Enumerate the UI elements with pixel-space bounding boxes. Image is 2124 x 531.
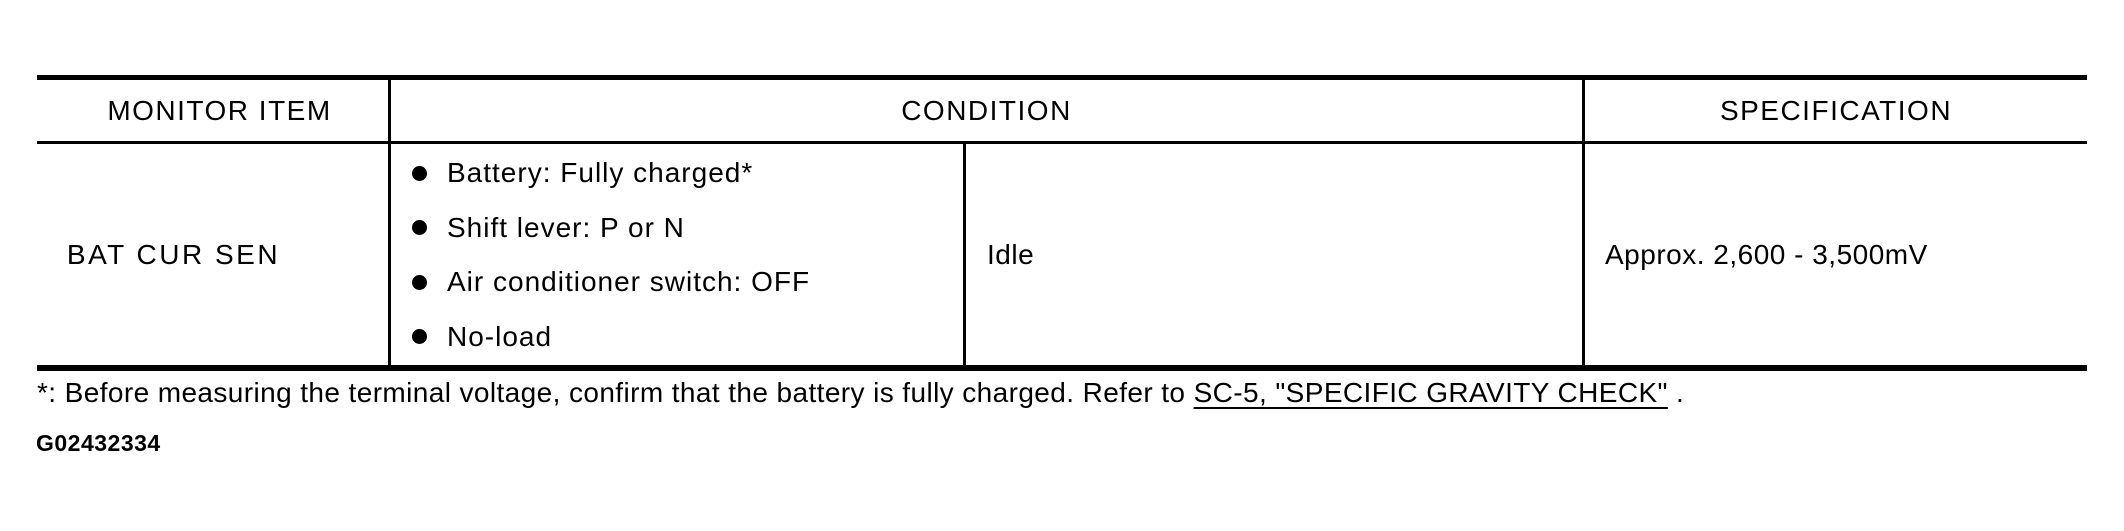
table-row: BAT CUR SEN Battery: Fully charged* Shif… xyxy=(37,144,2087,365)
footnote-text: *: Before measuring the terminal voltage… xyxy=(37,377,1194,408)
figure-code: G02432334 xyxy=(36,430,161,456)
condition-list-item: Shift lever: P or N xyxy=(412,201,963,256)
condition-list: Battery: Fully charged* Shift lever: P o… xyxy=(391,144,963,364)
condition-state-cell: Idle xyxy=(966,144,1585,365)
condition-text: Battery: Fully charged* xyxy=(447,157,754,189)
column-header-monitor-item: MONITOR ITEM xyxy=(37,80,391,141)
condition-list-cell: Battery: Fully charged* Shift lever: P o… xyxy=(391,144,966,365)
monitor-item-cell: BAT CUR SEN xyxy=(37,144,391,365)
column-header-label: MONITOR ITEM xyxy=(107,94,332,126)
monitor-spec-table: MONITOR ITEM CONDITION SPECIFICATION BAT… xyxy=(37,75,2087,371)
column-header-specification: SPECIFICATION xyxy=(1585,80,2087,141)
column-header-label: SPECIFICATION xyxy=(1719,94,1953,126)
bullet-icon xyxy=(412,329,427,345)
footnote: *: Before measuring the terminal voltage… xyxy=(37,376,1684,409)
condition-state-value: Idle xyxy=(987,238,1035,270)
condition-list-item: No-load xyxy=(412,310,963,365)
column-header-label: CONDITION xyxy=(901,94,1072,126)
bullet-icon xyxy=(412,274,427,290)
bullet-icon xyxy=(412,165,427,181)
column-header-condition: CONDITION xyxy=(391,80,1585,141)
monitor-item-value: BAT CUR SEN xyxy=(66,238,281,270)
condition-text: Air conditioner switch: OFF xyxy=(447,266,811,298)
specification-value: Approx. 2,600 - 3,500mV xyxy=(1605,238,1928,270)
gravity-check-link[interactable]: SC-5, "SPECIFIC GRAVITY CHECK" xyxy=(1193,377,1668,408)
condition-text: No-load xyxy=(447,320,553,352)
condition-text: Shift lever: P or N xyxy=(447,211,685,243)
specification-cell: Approx. 2,600 - 3,500mV xyxy=(1585,144,2087,365)
bullet-icon xyxy=(412,220,427,236)
table-header-row: MONITOR ITEM CONDITION SPECIFICATION xyxy=(37,80,2087,144)
condition-list-item: Air conditioner switch: OFF xyxy=(412,255,963,310)
condition-list-item: Battery: Fully charged* xyxy=(412,146,963,201)
footnote-period: . xyxy=(1667,377,1685,408)
